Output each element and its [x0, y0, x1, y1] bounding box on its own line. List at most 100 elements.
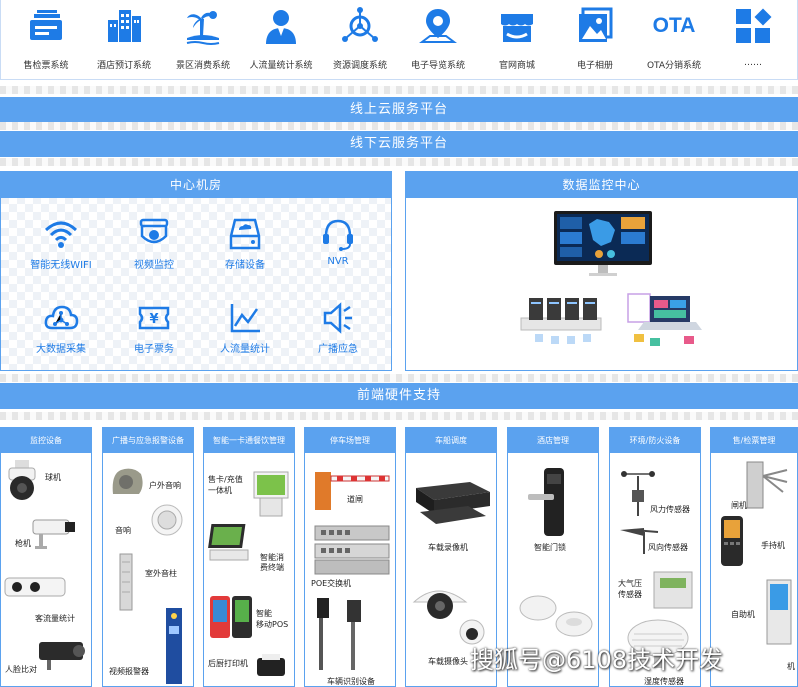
ceiling-speaker-image [151, 504, 183, 536]
flow-counter-image [4, 577, 66, 597]
photo-album-icon [579, 7, 613, 42]
hw-label: 机 [787, 662, 795, 671]
cloud-data-icon [44, 305, 79, 330]
center-item-eticket[interactable]: ¥ 电子票务 [109, 300, 199, 360]
hw-col-broadcast: 广播与应急报警设备 户外音响 音响 室外音柱 视频报警器 [102, 427, 194, 687]
hw-label: 风力传感器 [650, 505, 690, 514]
hw-label: 人脸比对 [5, 665, 37, 674]
center-room-title: 中心机房 [1, 172, 391, 198]
hw-label: 风向传感器 [648, 543, 688, 552]
divider-stripe [0, 86, 798, 94]
hw-label: 后厨打印机 [208, 659, 248, 668]
system-e-guide[interactable]: 电子导览系统 [399, 0, 477, 80]
hw-label: 手持机 [761, 541, 785, 550]
hw-label: 车载摄像头 [428, 657, 468, 666]
center-item-label: 视频监控 [134, 260, 174, 271]
center-item-label: 大数据采集 [36, 344, 86, 355]
system-people-flow[interactable]: 人流量统计系统 [242, 0, 320, 80]
divider-stripe [0, 374, 798, 382]
turnstile-gate-image [746, 461, 788, 509]
hw-col-title: 车船调度 [406, 428, 496, 453]
vehicle-recorder-image [416, 482, 490, 524]
system-ticket[interactable]: 售检票系统 [7, 0, 85, 80]
monitor-center-title: 数据监控中心 [406, 172, 797, 198]
hw-col-title: 售/检票管理 [711, 428, 797, 453]
system-more[interactable]: …… [714, 0, 792, 80]
vehicle-camera-image [412, 590, 485, 645]
center-item-label: NVR [327, 256, 349, 267]
system-resource-dispatch[interactable]: 资源调度系统 [321, 0, 399, 80]
system-official-mall[interactable]: 官网商城 [478, 0, 556, 80]
center-item-label: 智能无线WIFI [30, 260, 92, 271]
hw-label: 球机 [45, 473, 61, 482]
monitor-center-panel: 数据监控中心 [405, 171, 798, 371]
pressure-sensor-image [653, 571, 693, 609]
rock-speaker-image [112, 468, 143, 494]
laptop-analytics-image [627, 293, 702, 346]
hw-label: 视频报警器 [109, 667, 149, 676]
hw-label: 大气压 [618, 579, 642, 588]
frontend-hardware-bar: 前端硬件支持 [0, 383, 798, 409]
center-item-wifi[interactable]: 智能无线WIFI [16, 216, 106, 276]
system-ota[interactable]: OTA OTA分销系统 [635, 0, 713, 80]
center-item-label: 电子票务 [134, 344, 174, 355]
map-pin-icon [419, 9, 457, 43]
hw-col-title: 停车场管理 [305, 428, 395, 453]
hw-label: 智能消 [260, 553, 284, 562]
hotel-building-icon [108, 10, 141, 42]
system-scenic-consume[interactable]: 景区消费系统 [164, 0, 242, 80]
hw-label: 车辆识别设备 [327, 677, 375, 686]
system-label: 电子相册 [576, 61, 613, 71]
hw-label: 枪机 [15, 539, 31, 548]
hw-label: 自助机 [731, 610, 755, 619]
pos-terminal-image [208, 524, 249, 561]
hw-label: 移动POS [256, 620, 289, 629]
wind-direction-sensor-image [620, 528, 659, 554]
ticket-card-icon [30, 10, 62, 40]
person-icon [266, 10, 296, 44]
center-item-bigdata[interactable]: 大数据采集 [16, 300, 106, 360]
poe-switch-image [314, 525, 390, 575]
hw-col-hotel: 酒店管理 智能门锁 [507, 427, 599, 687]
camera-dome-icon [139, 218, 169, 244]
system-e-album[interactable]: 电子相册 [556, 0, 634, 80]
system-hotel[interactable]: 酒店预订系统 [85, 0, 163, 80]
hw-label: 音响 [115, 526, 131, 535]
system-label: OTA分销系统 [646, 61, 702, 71]
handheld-terminal-image [721, 516, 743, 566]
svg-text:¥: ¥ [149, 312, 158, 327]
column-speaker-image [119, 553, 133, 611]
hw-label: 智能门锁 [534, 543, 566, 552]
center-item-flow-stat[interactable]: 人流量统计 [200, 300, 290, 360]
center-item-storage[interactable]: 存储设备 [200, 216, 290, 276]
hw-label: 售卡/充值 [208, 475, 243, 484]
hw-col-title: 酒店管理 [508, 428, 598, 453]
hw-col-title: 广播与应急报警设备 [103, 428, 193, 453]
divider-stripe [0, 158, 798, 166]
server-cluster-image [520, 298, 602, 344]
ceiling-sensor-image [519, 595, 593, 637]
center-item-video[interactable]: 视频监控 [109, 216, 199, 276]
hw-col-ticketing: 售/检票管理 闸机 手持机 自助机 机 [710, 427, 798, 687]
hw-label: 客流量统计 [35, 614, 75, 623]
apps-grid-icon [736, 8, 772, 43]
offline-cloud-bar: 线下云服务平台 [0, 131, 798, 157]
hw-col-vehicle: 车船调度 车载录像机 车载摄像头 [405, 427, 497, 687]
center-item-nvr[interactable]: NVR [293, 216, 383, 276]
headset-icon [323, 219, 353, 251]
center-item-broadcast[interactable]: 广播应急 [293, 300, 383, 360]
hw-label: 智能 [256, 609, 272, 618]
smart-lock-image [528, 468, 564, 536]
self-service-kiosk-image [766, 579, 792, 645]
hw-label: 道闸 [347, 495, 363, 504]
yen-ticket-icon: ¥ [138, 306, 170, 330]
hw-label: 户外音响 [149, 481, 181, 490]
bullet-camera-image [32, 519, 75, 549]
hw-col-title: 智能一卡通餐饮管理 [204, 428, 294, 453]
system-label: 售检票系统 [23, 61, 69, 71]
video-alarm-pillar-image [166, 608, 182, 684]
system-label: 景区消费系统 [175, 61, 230, 71]
system-label: …… [744, 58, 762, 68]
hw-col-title: 监控设备 [1, 428, 91, 453]
palm-island-icon [186, 11, 220, 45]
